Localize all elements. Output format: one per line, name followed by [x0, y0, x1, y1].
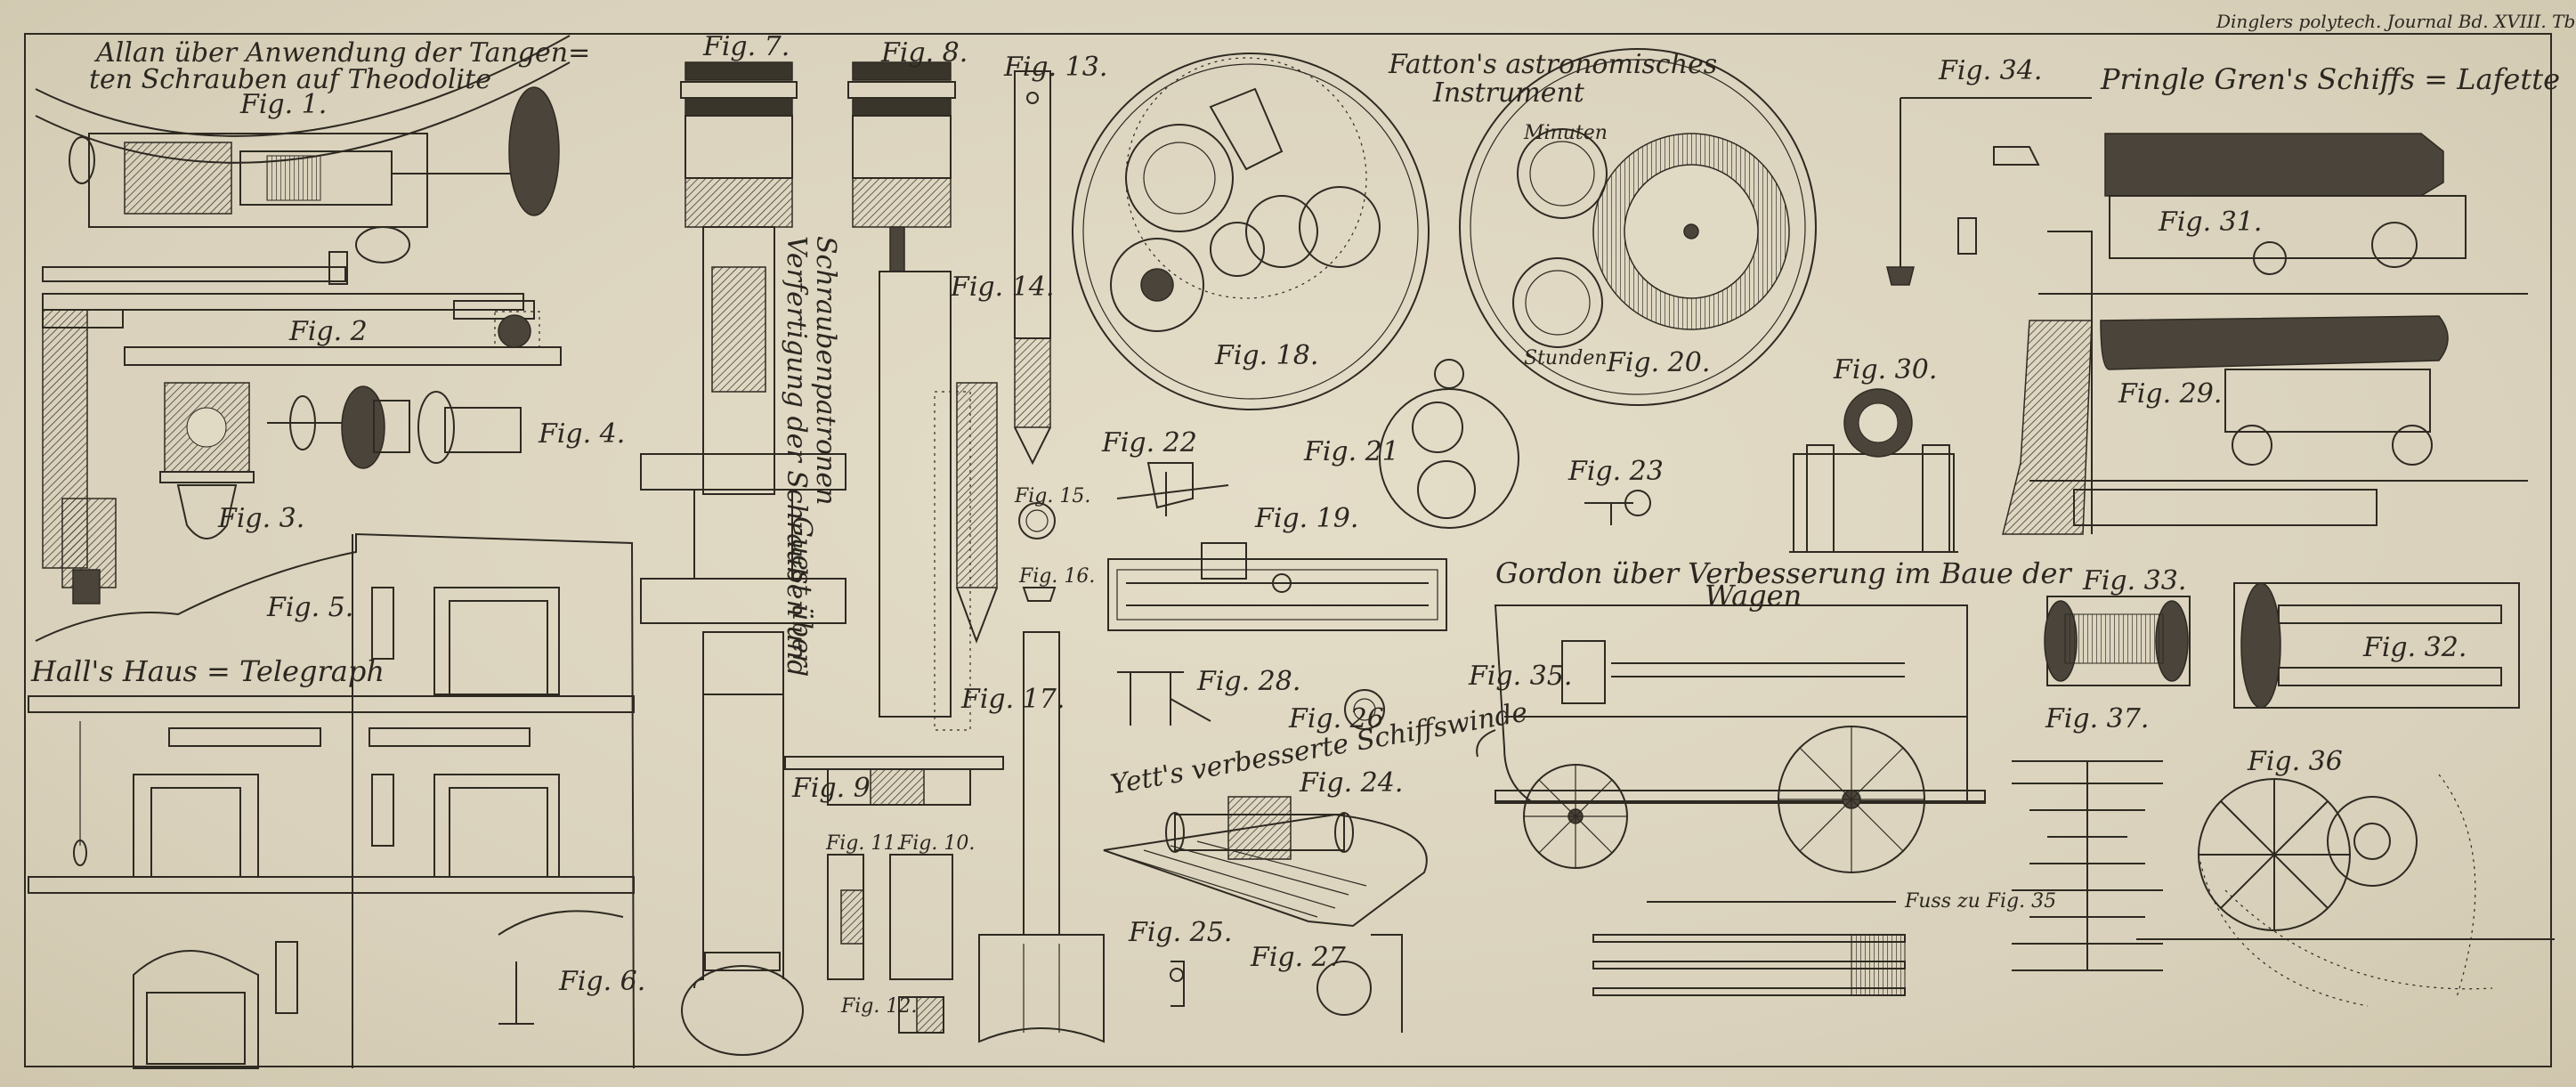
fig9-drawing	[784, 756, 1004, 806]
fig13-label: Fig. 13.	[1004, 52, 1108, 83]
fig23-label: Fig. 23	[1568, 456, 1664, 487]
fig32-drawing	[2233, 582, 2520, 709]
fig37-drawing	[2012, 760, 2163, 971]
fig7-label: Fig. 7.	[703, 31, 790, 62]
title-pringle: Pringle Gren's Schiffs = Lafette	[2101, 62, 2560, 96]
fig13-drawing	[1014, 70, 1051, 466]
fig24-drawing	[1103, 796, 1428, 928]
fig15-drawing	[1018, 502, 1056, 539]
fig18-label: Fig. 18.	[1215, 340, 1319, 371]
fig33-drawing	[2044, 596, 2191, 686]
fig17-label: Fig. 17.	[961, 684, 1065, 715]
fig21-drawing	[1379, 359, 1519, 529]
fig20-label: Fig. 20.	[1607, 347, 1711, 378]
fig15-label: Fig. 15.	[1015, 485, 1091, 507]
fig36-label: Fig. 36	[2248, 746, 2343, 777]
fig20-drawing	[1459, 48, 1817, 406]
fig1-label: Fig. 1.	[240, 89, 328, 120]
fig2-label: Fig. 2	[289, 316, 368, 347]
dial-stunden: Stunden	[1524, 347, 1608, 369]
fig8-label: Fig. 8.	[881, 37, 968, 69]
fig25-label: Fig. 25.	[1129, 917, 1233, 948]
plate-border	[24, 33, 2552, 1067]
title-gordon-line2: Wagen	[1705, 579, 1802, 612]
fig4-label: Fig. 4.	[539, 418, 626, 450]
fig18-drawing	[1072, 53, 1430, 410]
fig30-drawing	[1789, 388, 1958, 553]
fig1-drawing	[35, 35, 571, 264]
fig12-label: Fig. 12.	[841, 995, 918, 1018]
title-hall: Hall's Haus = Telegraph	[31, 654, 385, 688]
title-gordon-line1: Gordon über Verbesserung im Baue der	[1495, 556, 2071, 590]
fig25-drawing	[1170, 961, 1185, 1007]
fig26-drawing	[1344, 689, 1385, 730]
fig17-drawing	[978, 631, 1105, 1043]
fig22-drawing	[1116, 462, 1229, 516]
fig22-label: Fig. 22	[1102, 427, 1197, 458]
fig4-drawing	[267, 385, 522, 469]
fig28-label: Fig. 28.	[1197, 666, 1301, 697]
fig31-drawing	[2038, 133, 2528, 295]
fig10-drawing	[889, 854, 953, 980]
fig8-drawing	[847, 61, 971, 731]
fig27-label: Fig. 27	[1251, 942, 1346, 973]
fig12-drawing	[898, 996, 944, 1034]
fig35-label: Fig. 35.	[1469, 661, 1573, 692]
fig11-drawing	[827, 854, 864, 980]
scale-label: Fuss zu Fig. 35	[1905, 890, 2057, 913]
fig9-label: Fig. 9	[792, 773, 871, 804]
title-fatton-line2: Instrument	[1433, 77, 1584, 109]
fig24-label: Fig. 24.	[1300, 767, 1404, 799]
title-guest: Guest über	[786, 516, 817, 667]
fig11-label: Fig. 11.	[826, 832, 903, 855]
fig14-label: Fig. 14.	[951, 272, 1055, 303]
fig26-label: Fig. 26	[1289, 703, 1384, 734]
fig14-drawing	[956, 382, 998, 644]
fig27-drawing	[1316, 934, 1403, 1033]
fig5-drawing	[28, 532, 635, 1069]
fig5-label: Fig. 5.	[267, 592, 354, 623]
fig32-label: Fig. 32.	[2363, 632, 2467, 663]
fig3-drawing	[159, 382, 255, 539]
fig19-label: Fig. 19.	[1255, 503, 1359, 534]
fig37-label: Fig. 37.	[2045, 703, 2150, 734]
fig34-drawing	[1886, 97, 2092, 286]
fig34-label: Fig. 34.	[1939, 55, 2043, 86]
title-fatton-line1: Fatton's astronomisches	[1389, 49, 1718, 80]
title-allan-line2: ten Schrauben auf Theodolite	[89, 64, 491, 95]
fig23-drawing	[1584, 490, 1651, 525]
dial-minuten: Minuten	[1524, 122, 1608, 144]
title-verfertigung-line2: Schraubenpatronen	[810, 236, 841, 506]
fig3-label: Fig. 3.	[218, 503, 305, 534]
fig28-drawing	[1117, 671, 1211, 726]
fig33-label: Fig. 33.	[2083, 565, 2187, 596]
fig31-label: Fig. 31.	[2159, 207, 2263, 238]
fig16-label: Fig. 16.	[1019, 565, 1096, 588]
fig29-drawing	[2002, 231, 2528, 535]
fig36-drawing	[2136, 774, 2555, 1007]
scale-bar	[1592, 901, 1906, 996]
fig30-label: Fig. 30.	[1834, 354, 1938, 385]
journal-header: Dinglers polytech. Journal Bd. XVIII. Tb…	[2216, 11, 2576, 32]
fig35-drawing	[1476, 604, 1986, 873]
fig19-drawing	[1107, 542, 1447, 631]
fig21-label: Fig. 21	[1304, 436, 1399, 467]
fig10-label: Fig. 10.	[899, 832, 976, 855]
fig16-drawing	[1022, 587, 1057, 602]
fig2-drawing	[42, 251, 562, 604]
fig7-drawing	[640, 61, 847, 1056]
title-allan-line1: Allan über Anwendung der Tangen=	[96, 37, 591, 69]
fig29-label: Fig. 29.	[2118, 378, 2223, 410]
fig6-label: Fig. 6.	[559, 966, 646, 997]
